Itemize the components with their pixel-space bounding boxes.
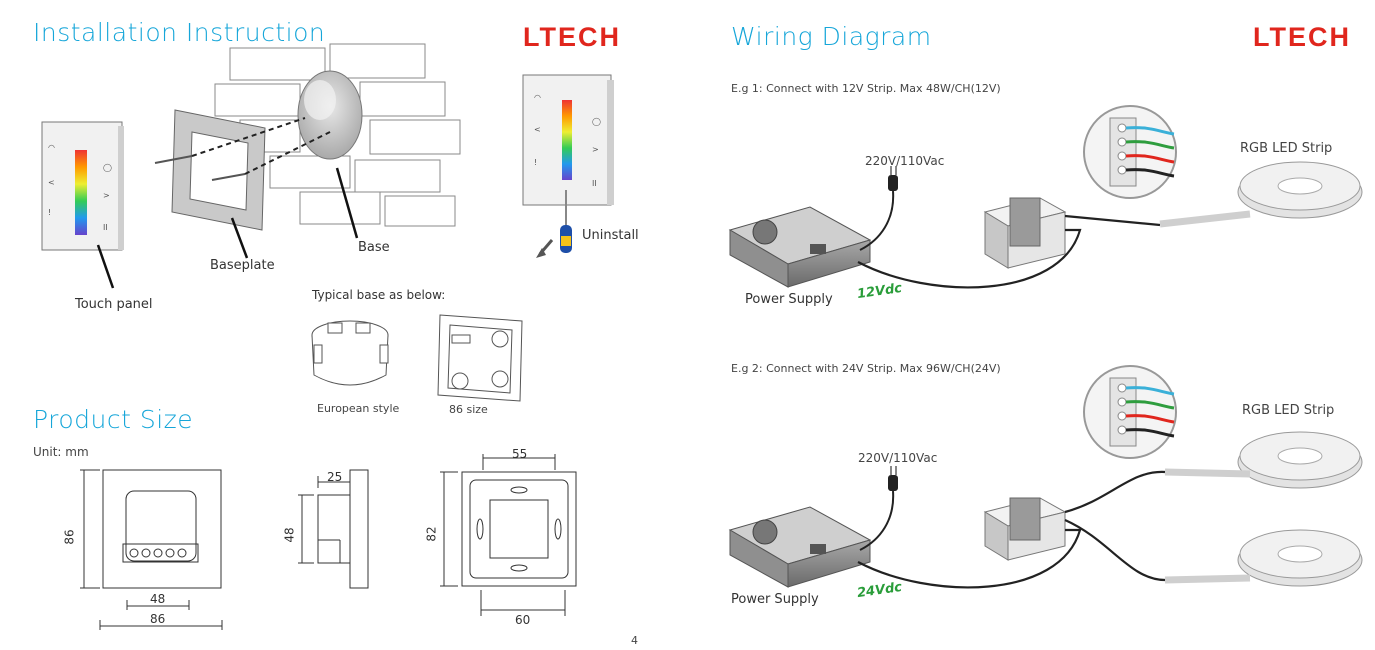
typical-bases-illustration	[311, 314, 523, 402]
base-label: Base	[358, 240, 390, 255]
svg-text:!: !	[534, 158, 537, 167]
svg-text:◯: ◯	[592, 117, 601, 126]
controller-2	[983, 497, 1067, 561]
86-size-label: 86 size	[449, 403, 488, 416]
svg-text:II: II	[103, 223, 108, 232]
plug-1	[859, 166, 898, 251]
dim-side-depth: 25	[327, 470, 343, 484]
svg-text:<: <	[534, 125, 541, 134]
psu-label-1: Power Supply	[745, 292, 833, 307]
wiring-zoom-1	[1083, 105, 1177, 199]
uninstall-panel-drawing: ◠ < ! ◯ > II	[522, 74, 614, 206]
dim-base-height: 82	[424, 526, 439, 542]
psu-label-2: Power Supply	[731, 592, 819, 607]
svg-text:>: >	[592, 145, 599, 154]
dim-front-inner-width: 48	[150, 592, 166, 606]
dim-front-height: 86	[62, 529, 77, 545]
svg-text:<: <	[48, 178, 55, 187]
wiring-zoom-2	[1083, 365, 1177, 459]
unit-label: Unit: mm	[33, 445, 89, 459]
wiring-diagrams	[728, 105, 1363, 589]
base-bowl	[297, 70, 363, 160]
dim-front-width: 86	[150, 612, 166, 626]
example2-diagram	[728, 365, 1363, 589]
svg-text:II: II	[592, 179, 597, 188]
ltech-logo-left: LTECH	[523, 22, 621, 52]
svg-text:◠: ◠	[534, 93, 541, 102]
baseplate-drawing	[171, 109, 266, 231]
strip-label-1: RGB LED Strip	[1240, 141, 1333, 156]
psu-1	[728, 206, 872, 288]
wiring-title: Wiring Diagram	[731, 22, 932, 51]
installation-illustration: ◠ < ! ◯ > II ◠ < ! ◯ > II	[41, 43, 614, 289]
psu-2	[728, 506, 872, 588]
dim-base-top: 55	[512, 447, 528, 461]
example1-diagram	[728, 105, 1363, 289]
screwdriver-icon	[536, 190, 572, 258]
ltech-logo-right: LTECH	[1253, 22, 1351, 52]
uninstall-label: Uninstall	[582, 228, 639, 243]
typical-base-label: Typical base as below:	[312, 288, 446, 302]
plug-2	[859, 466, 898, 551]
installation-title: Installation Instruction	[33, 18, 326, 47]
led-reel-2a	[1164, 431, 1363, 489]
dim-side-height: 48	[282, 527, 297, 543]
page-number: 4	[631, 634, 638, 647]
touch-panel-label: Touch panel	[75, 297, 153, 312]
product-size-drawings	[80, 454, 577, 630]
strip-label-2: RGB LED Strip	[1242, 403, 1335, 418]
touch-panel-drawing: ◠ < ! ◯ > II	[41, 121, 124, 251]
dim-base-bottom: 60	[515, 613, 531, 627]
example2-caption: E.g 2: Connect with 24V Strip. Max 96W/C…	[731, 362, 1001, 375]
european-base-drawing	[311, 320, 389, 386]
product-size-title: Product Size	[33, 405, 194, 434]
svg-text:◠: ◠	[48, 143, 55, 152]
example1-caption: E.g 1: Connect with 12V Strip. Max 48W/C…	[731, 82, 1001, 95]
european-style-label: European style	[317, 402, 400, 415]
svg-text:!: !	[48, 208, 51, 217]
baseplate-label: Baseplate	[210, 258, 275, 273]
svg-text:◯: ◯	[103, 163, 112, 172]
led-reel-1	[1159, 161, 1363, 228]
86-base-drawing	[437, 314, 523, 402]
mains-label-2: 220V/110Vac	[858, 451, 938, 465]
svg-text:>: >	[103, 191, 110, 200]
mains-label-1: 220V/110Vac	[865, 154, 945, 168]
controller-1	[983, 197, 1067, 269]
wall-bricks	[214, 43, 461, 227]
led-reel-2b	[1164, 529, 1363, 587]
